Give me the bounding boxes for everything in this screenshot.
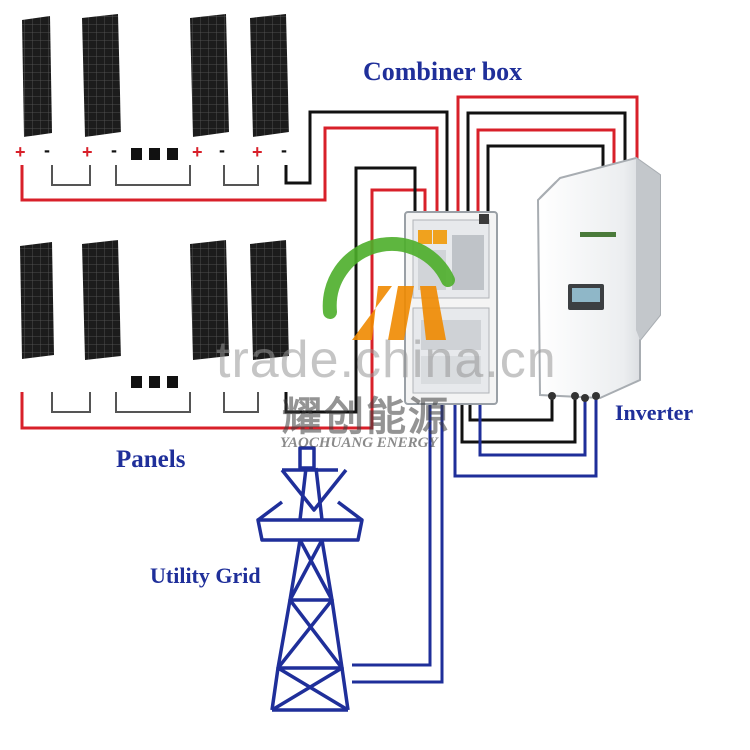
solar-panel-icon	[190, 14, 229, 137]
brand-logo-icon	[322, 236, 455, 340]
string-connectors-bottom	[51, 392, 259, 413]
solar-panel-icon	[82, 14, 121, 137]
string-connectors-top	[51, 165, 259, 186]
solar-panel-icon	[82, 240, 121, 360]
polarity-minus: -	[219, 140, 225, 160]
watermark-brand-cn: 耀创能源	[282, 394, 450, 440]
utility-grid-label: Utility Grid	[150, 563, 261, 588]
polarity-plus: +	[192, 142, 203, 162]
ellipsis-top	[131, 148, 178, 160]
combiner-box-label: Combiner box	[363, 57, 523, 86]
dc-wiring-combiner-to-inverter	[456, 95, 639, 215]
polarity-plus: +	[82, 142, 93, 162]
transmission-tower-icon	[256, 446, 364, 712]
solar-panel-icon	[20, 242, 54, 359]
panel-row-bottom	[20, 240, 289, 360]
solar-panel-icon	[250, 14, 289, 137]
panels-label: Panels	[116, 446, 186, 473]
dc-wiring-top	[20, 110, 449, 215]
watermark-site: trade.china.cn	[216, 331, 557, 389]
polarity-plus: +	[252, 142, 263, 162]
solar-panel-icon	[190, 240, 229, 360]
polarity-plus: +	[15, 142, 26, 162]
inverter-label: Inverter	[615, 400, 694, 425]
polarity-minus: -	[281, 140, 287, 160]
panel-row-top	[22, 14, 289, 137]
solar-panel-icon	[22, 16, 52, 137]
dc-wiring-bottom	[20, 166, 427, 430]
wiring-inverter-bottom	[453, 395, 598, 478]
ellipsis-bottom	[131, 376, 178, 388]
inverter-icon	[536, 156, 661, 402]
ac-wiring-to-grid	[352, 405, 444, 684]
polarity-minus: -	[44, 140, 50, 160]
watermark-brand-en: YAOCHUANG ENERGY	[280, 435, 438, 451]
polarity-minus: -	[111, 140, 117, 160]
solar-panel-icon	[250, 240, 289, 360]
